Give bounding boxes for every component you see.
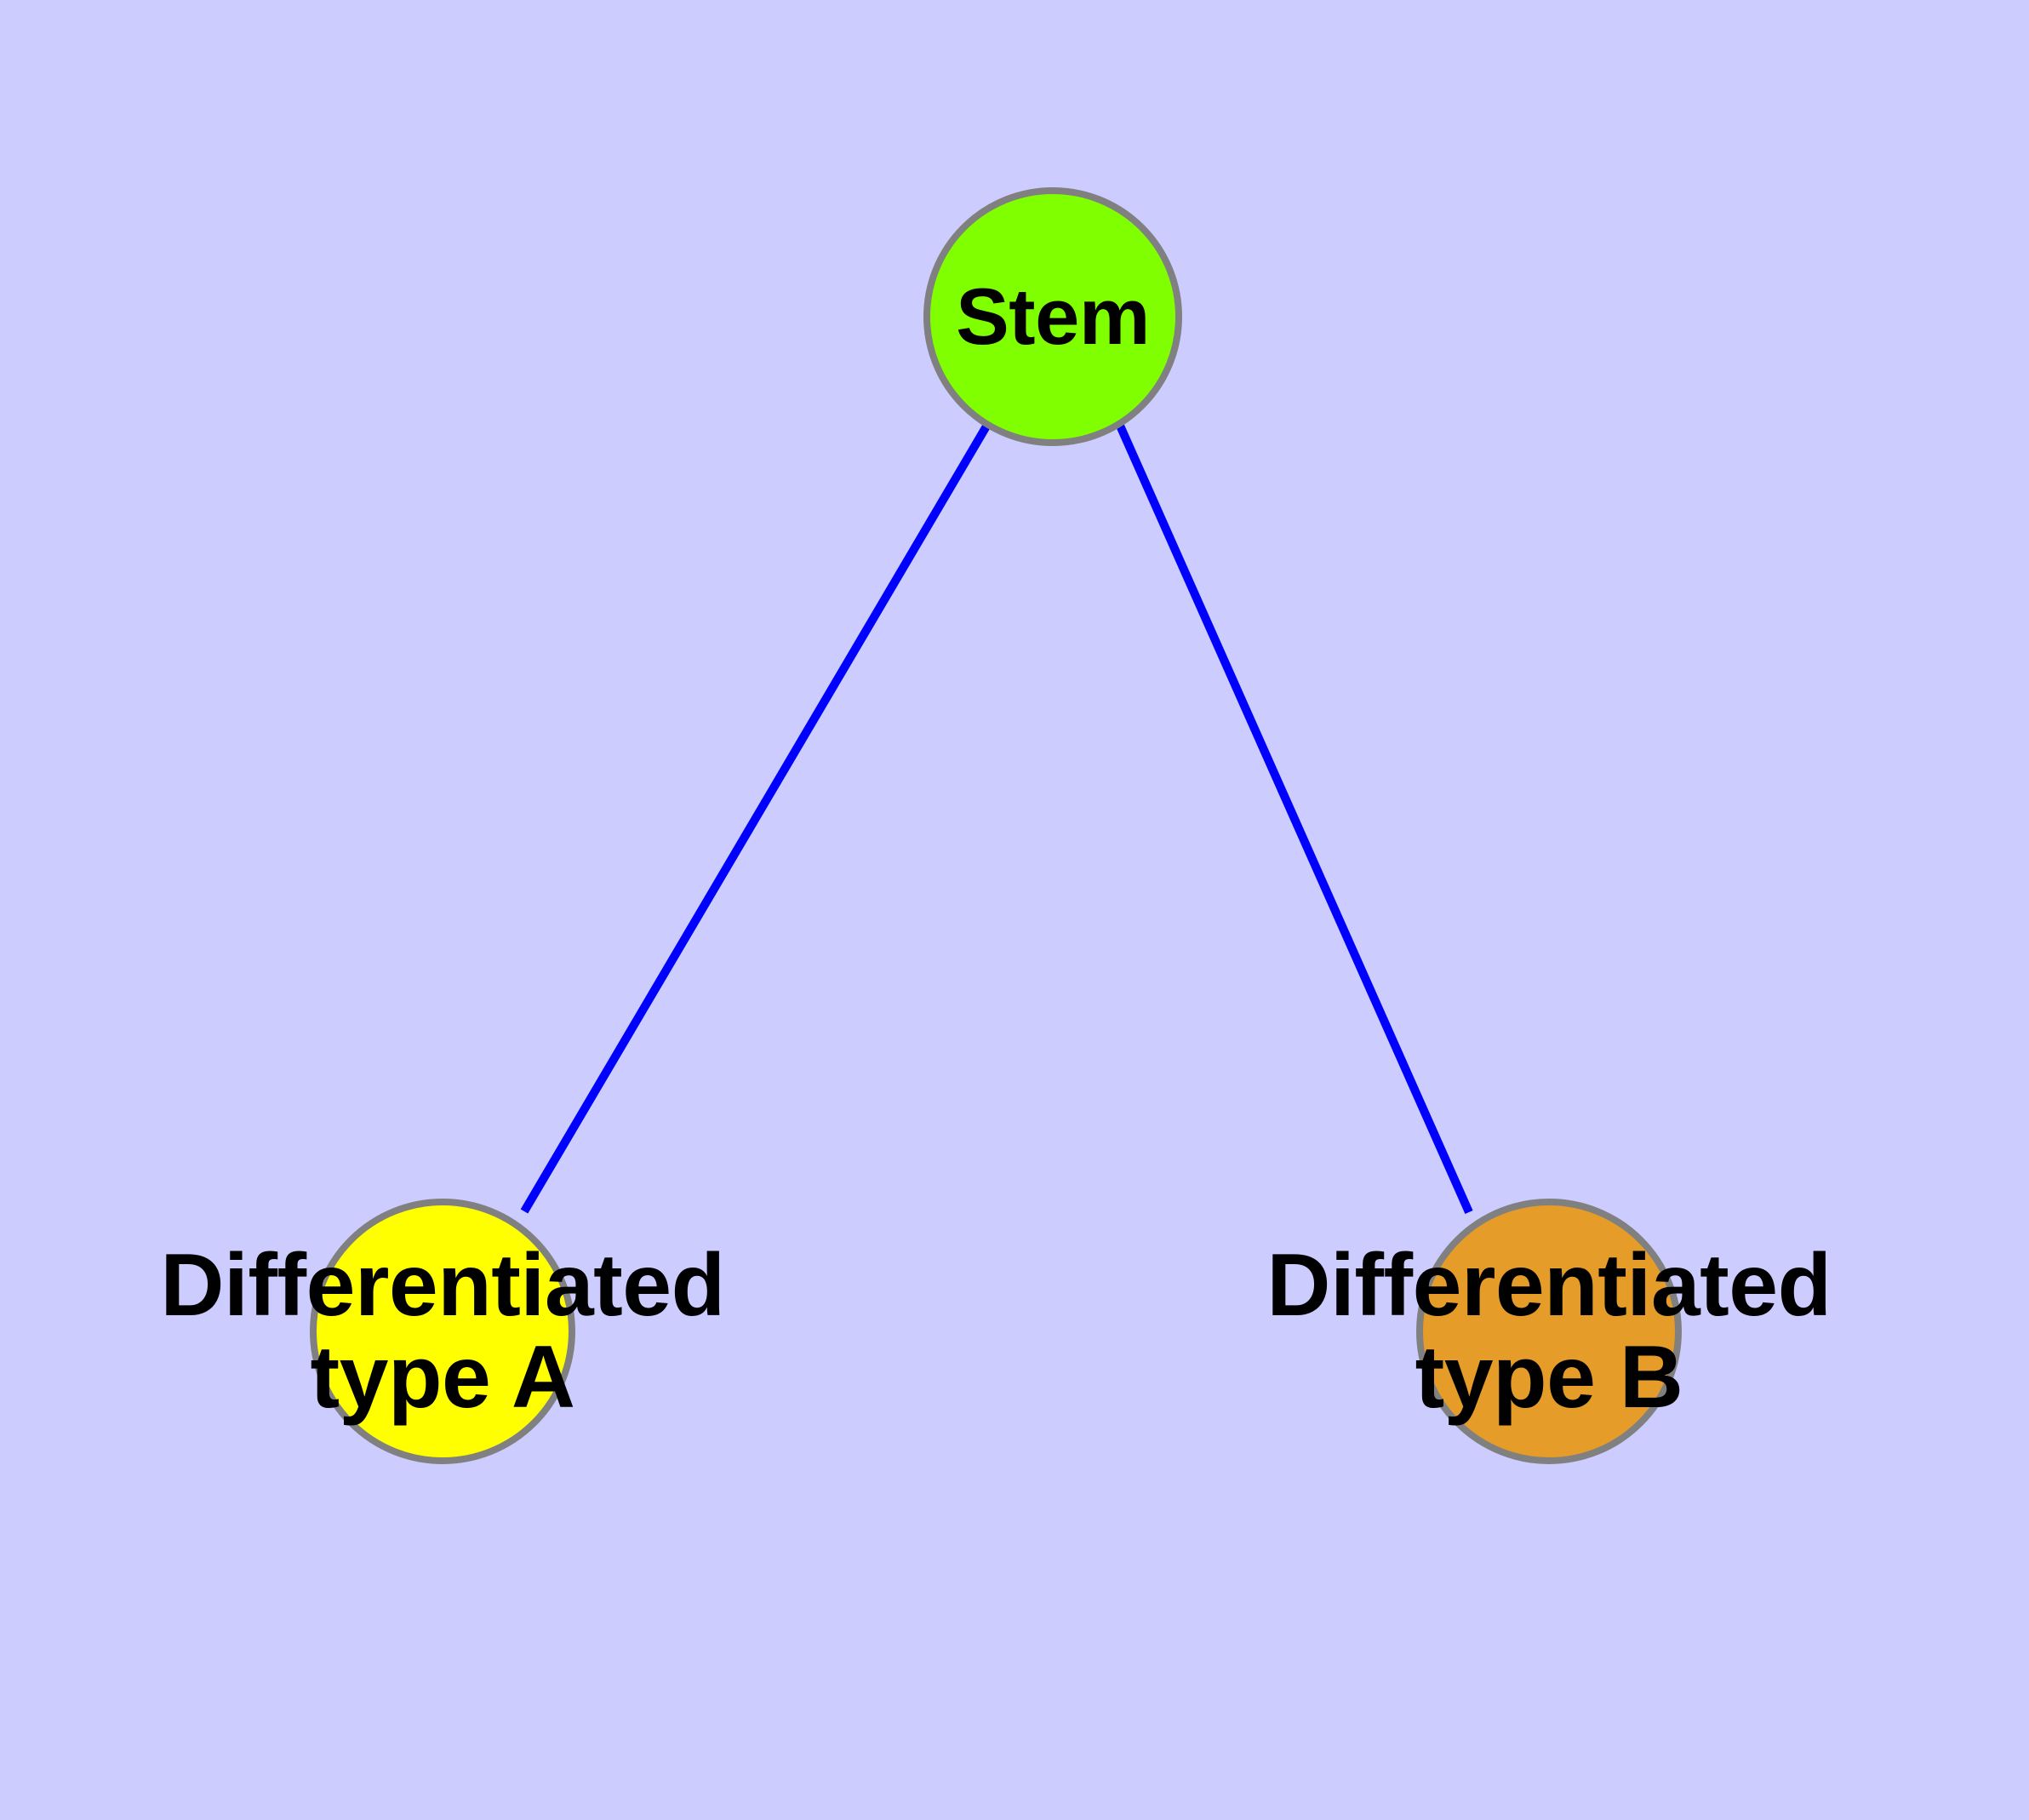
edge-stem-to-differentiated-type-a[interactable]: [520, 422, 992, 1214]
edge-stem-to-differentiated-type-b[interactable]: [1116, 423, 1473, 1215]
node-layer: [310, 187, 1682, 1464]
edge-layer: [520, 422, 1473, 1215]
node-stem[interactable]: [923, 187, 1182, 446]
node-differentiated-type-b[interactable]: [1416, 1199, 1682, 1464]
node-differentiated-type-a[interactable]: [310, 1199, 575, 1464]
